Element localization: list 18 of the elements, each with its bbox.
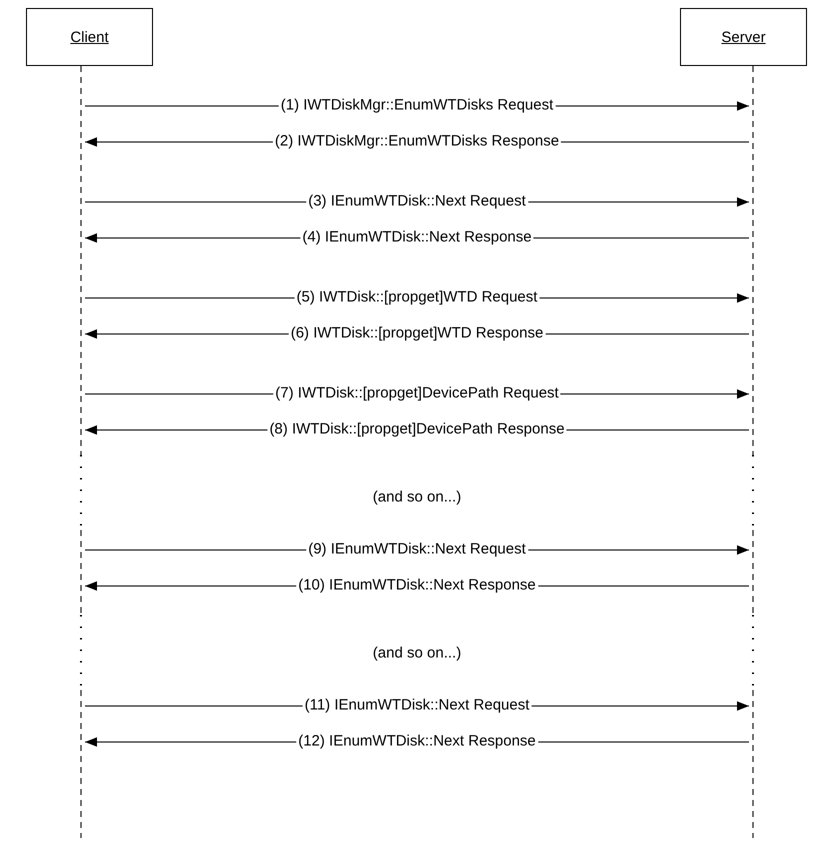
edge-label: (5) IWTDisk::[propget]WTD Request (294, 288, 540, 306)
edge-label: (9) IEnumWTDisk::Next Request (306, 540, 528, 558)
edge-label: (7) IWTDisk::[propget]DevicePath Request (273, 384, 561, 402)
edge-label: (2) IWTDiskMgr::EnumWTDisks Response (272, 132, 562, 150)
note-text: (and so on...) (370, 488, 464, 506)
edge-label: (3) IEnumWTDisk::Next Request (306, 192, 528, 210)
edge-label: (10) IEnumWTDisk::Next Response (296, 576, 538, 594)
lifeline (749, 66, 757, 838)
participant-box: Client (26, 8, 153, 66)
edge-label: (6) IWTDisk::[propget]WTD Response (288, 324, 546, 342)
edge-label: (11) IEnumWTDisk::Next Request (302, 696, 532, 714)
note-text: (and so on...) (370, 644, 464, 662)
lifeline (77, 66, 85, 838)
edge-label: (12) IEnumWTDisk::Next Response (296, 732, 538, 750)
participant-box: Server (680, 8, 807, 66)
edge-label: (4) IEnumWTDisk::Next Response (300, 228, 534, 246)
edge-label: (8) IWTDisk::[propget]DevicePath Response (267, 420, 567, 438)
edge-label: (1) IWTDiskMgr::EnumWTDisks Request (278, 96, 556, 114)
